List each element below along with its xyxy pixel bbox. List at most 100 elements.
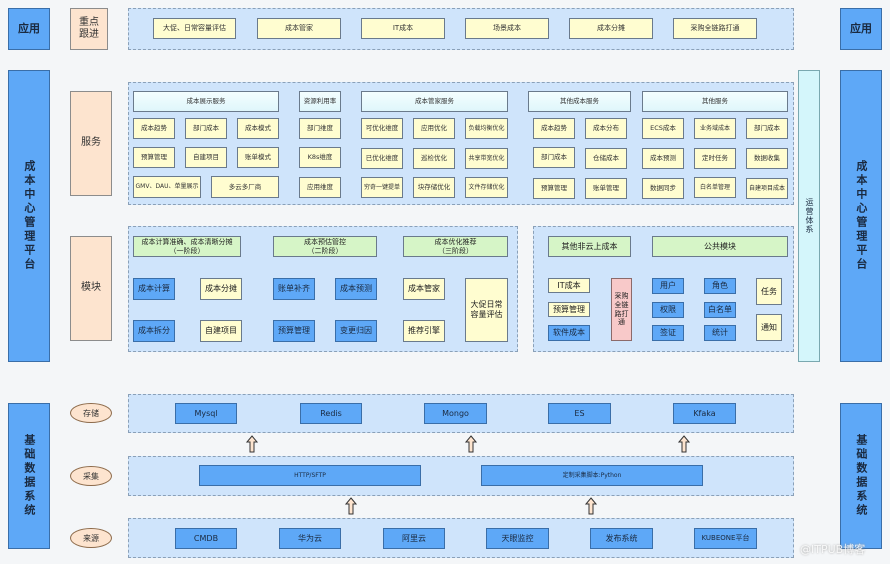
other-cost-service-header: 其他成本服务 bbox=[528, 91, 631, 112]
source-item[interactable]: 天眼监控 bbox=[486, 528, 549, 549]
module-item[interactable]: 白名单 bbox=[704, 302, 736, 318]
service-item[interactable]: 应用维度 bbox=[299, 177, 341, 198]
source-item[interactable]: 阿里云 bbox=[383, 528, 445, 549]
collect-item-http-sftp[interactable]: HTTP/SFTP bbox=[199, 465, 421, 486]
service-item[interactable]: 仓储成本 bbox=[585, 148, 627, 169]
service-item[interactable]: 部门成本 bbox=[185, 118, 227, 139]
service-item[interactable]: 成本分布 bbox=[585, 118, 627, 139]
procurement-chain-module[interactable]: 采购 全链 路打 通 bbox=[611, 278, 632, 341]
service-item[interactable]: 白名单管理 bbox=[694, 177, 736, 198]
service-item[interactable]: 预算管理 bbox=[133, 147, 175, 168]
service-item[interactable]: 预算管理 bbox=[533, 178, 575, 199]
module-item[interactable]: 大促日常 容量评估 bbox=[465, 278, 508, 342]
service-item[interactable]: 账单模式 bbox=[237, 147, 279, 168]
platform-left-label: 成本中心管理平台 bbox=[8, 70, 50, 362]
service-item[interactable]: 成本趋势 bbox=[533, 118, 575, 139]
service-item[interactable]: 负载均衡优化 bbox=[465, 118, 508, 139]
services-section-label: 服务 bbox=[70, 91, 112, 196]
module-item[interactable]: 软件成本 bbox=[548, 325, 590, 341]
module-item[interactable]: 账单补齐 bbox=[273, 278, 315, 300]
up-arrow-icon bbox=[585, 497, 597, 515]
module-item[interactable]: 成本分摊 bbox=[200, 278, 242, 300]
module-item[interactable]: 推荐引擎 bbox=[403, 320, 445, 342]
module-item[interactable]: 成本管家 bbox=[403, 278, 445, 300]
service-item[interactable]: 业务域成本 bbox=[694, 118, 736, 139]
service-item[interactable]: 数据收集 bbox=[746, 148, 788, 169]
app-layer-right-label: 应用 bbox=[840, 8, 882, 50]
module-item[interactable]: 角色 bbox=[704, 278, 736, 294]
top-item[interactable]: 成本管家 bbox=[257, 18, 341, 39]
service-item[interactable]: 自建项目 bbox=[185, 147, 227, 168]
service-item[interactable]: 巡检优化 bbox=[413, 148, 455, 169]
top-item[interactable]: 场景成本 bbox=[465, 18, 549, 39]
module-item[interactable]: IT成本 bbox=[548, 278, 590, 293]
top-item[interactable]: 大促、日常容量评估 bbox=[153, 18, 236, 39]
service-item[interactable]: 部门成本 bbox=[533, 147, 575, 168]
watermark: @ITPUB博客 bbox=[800, 543, 866, 556]
source-panel bbox=[128, 518, 794, 558]
service-item[interactable]: 自建项目成本 bbox=[746, 178, 788, 199]
up-arrow-icon bbox=[246, 435, 258, 453]
service-item[interactable]: 穷奇一键提单 bbox=[361, 177, 403, 198]
service-item[interactable]: 成本预测 bbox=[642, 148, 684, 169]
storage-item[interactable]: ES bbox=[548, 403, 611, 424]
service-item[interactable]: 共享带宽优化 bbox=[465, 148, 508, 169]
cost-display-service-header: 成本展示服务 bbox=[133, 91, 279, 112]
service-item[interactable]: GMV、DAU、单量展示 bbox=[133, 176, 201, 198]
base-data-left-label: 基础数据系统 bbox=[8, 403, 50, 549]
cost-steward-service-header: 成本管家服务 bbox=[361, 91, 508, 112]
module-item[interactable]: 成本计算 bbox=[133, 278, 175, 300]
storage-item[interactable]: Mysql bbox=[175, 403, 237, 424]
up-arrow-icon bbox=[345, 497, 357, 515]
non-cloud-cost-header: 其他非云上成本 bbox=[548, 236, 631, 257]
collect-item-python-script[interactable]: 定制采集脚本:Python bbox=[481, 465, 703, 486]
source-item[interactable]: 华为云 bbox=[279, 528, 341, 549]
source-item[interactable]: 发布系统 bbox=[590, 528, 653, 549]
top-item[interactable]: 采购全链路打通 bbox=[673, 18, 757, 39]
module-item[interactable]: 变更归因 bbox=[335, 320, 377, 342]
module-item[interactable]: 预算管理 bbox=[548, 302, 590, 317]
stage3-header: 成本优化推荐 （三阶段） bbox=[403, 236, 508, 257]
storage-item[interactable]: Kfaka bbox=[673, 403, 736, 424]
service-item[interactable]: 成本趋势 bbox=[133, 118, 175, 139]
service-item[interactable]: 部门成本 bbox=[746, 118, 788, 139]
service-item[interactable]: 已优化维度 bbox=[361, 148, 403, 169]
top-item[interactable]: IT成本 bbox=[361, 18, 445, 39]
stage2-header: 成本预估管控 （二阶段） bbox=[273, 236, 377, 257]
source-item[interactable]: CMDB bbox=[175, 528, 237, 549]
module-item[interactable]: 通知 bbox=[756, 314, 782, 341]
service-item[interactable]: 成本模式 bbox=[237, 118, 279, 139]
app-layer-left-label: 应用 bbox=[8, 8, 50, 50]
collect-label: 采集 bbox=[70, 466, 112, 486]
module-item[interactable]: 自建项目 bbox=[200, 320, 242, 342]
top-item[interactable]: 成本分摊 bbox=[569, 18, 653, 39]
module-item[interactable]: 预算管理 bbox=[273, 320, 315, 342]
storage-item[interactable]: Redis bbox=[300, 403, 362, 424]
service-item[interactable]: 应用优化 bbox=[413, 118, 455, 139]
up-arrow-icon bbox=[678, 435, 690, 453]
service-item[interactable]: 数据同步 bbox=[642, 178, 684, 199]
source-item[interactable]: KUBEONE平台 bbox=[694, 528, 757, 549]
service-item[interactable]: 定时任务 bbox=[694, 148, 736, 169]
service-item[interactable]: 账单管理 bbox=[585, 178, 627, 199]
module-item[interactable]: 统计 bbox=[704, 325, 736, 341]
service-item[interactable]: 可优化维度 bbox=[361, 118, 403, 139]
module-item[interactable]: 签证 bbox=[652, 325, 684, 341]
source-label: 来源 bbox=[70, 528, 112, 548]
utilization-header: 资源利用率 bbox=[299, 91, 341, 112]
module-item[interactable]: 任务 bbox=[756, 278, 782, 305]
other-services-header: 其他服务 bbox=[642, 91, 788, 112]
module-item[interactable]: 权限 bbox=[652, 302, 684, 318]
module-item[interactable]: 成本预测 bbox=[335, 278, 377, 300]
module-item[interactable]: 用户 bbox=[652, 278, 684, 294]
platform-right-label: 成本中心管理平台 bbox=[840, 70, 882, 362]
service-item[interactable]: 部门维度 bbox=[299, 118, 341, 139]
storage-item[interactable]: Mongo bbox=[424, 403, 487, 424]
service-item[interactable]: 多云多厂商 bbox=[211, 176, 279, 198]
service-item[interactable]: 文件存储优化 bbox=[465, 177, 508, 198]
service-item[interactable]: 块存储优化 bbox=[413, 177, 455, 198]
service-item[interactable]: ECS成本 bbox=[642, 118, 684, 139]
base-data-right-label: 基础数据系统 bbox=[840, 403, 882, 549]
service-item[interactable]: K8s维度 bbox=[299, 147, 341, 168]
module-item[interactable]: 成本拆分 bbox=[133, 320, 175, 342]
